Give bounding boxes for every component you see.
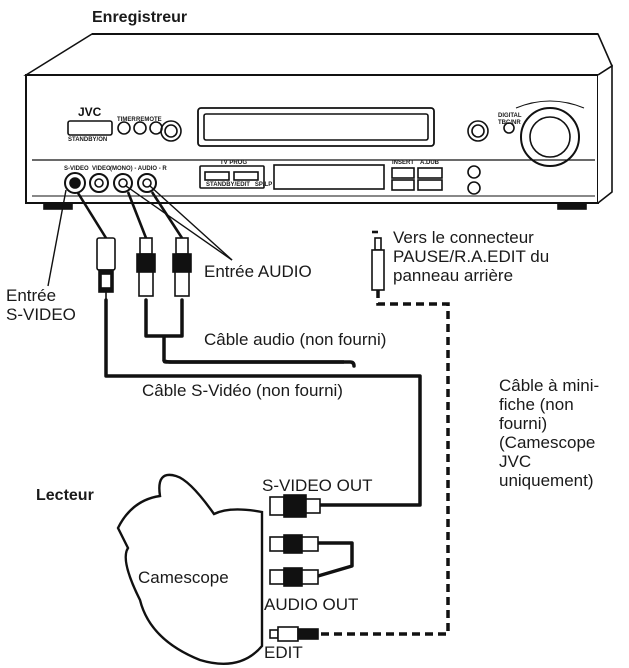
svideo-cable-label: Câble S-Vidéo (non fourni) [142, 381, 343, 400]
edit-label: EDIT [264, 643, 303, 662]
audio-input-label: Entrée AUDIO [204, 262, 312, 281]
s-video-cable [104, 298, 422, 507]
recorder-unit [23, 33, 614, 210]
player-title: Lecteur [36, 487, 94, 504]
recorder-title: Enregistreur [92, 9, 188, 26]
audio-out-label: AUDIO OUT [264, 595, 359, 614]
svideo-out-label: S-VIDEO OUT [262, 476, 373, 495]
panel-svideo: S-VIDEO [64, 166, 89, 172]
svideo-input-label: Entrée S-VIDEO [6, 286, 76, 324]
panel-speed: STANDBY/EDIT SP/LP [206, 182, 273, 188]
camcorder-outline [116, 473, 264, 665]
camcorder-label: Camescope [138, 568, 229, 587]
audio-cable-label: Câble audio (non fourni) [204, 330, 387, 349]
panel-standby: STANDBY/ON [68, 137, 108, 143]
pause-connector-label: Vers le connecteur PAUSE/R.A.EDIT du pan… [393, 228, 550, 285]
recorder-plugs [96, 237, 385, 302]
panel-audio: (MONO) - AUDIO - R [110, 166, 167, 172]
panel-insert: INSERT [392, 160, 415, 166]
panel-tv-prog: TV PROG [220, 160, 248, 166]
panel-timer: TIMER [117, 117, 136, 123]
mini-plug-cable [318, 290, 450, 636]
panel-remote: REMOTE [136, 117, 162, 123]
panel-digital-tbc: DIGITAL TBC/NR [498, 113, 522, 126]
panel-adub: A.DUB [420, 160, 439, 166]
mini-plug-cable-label: Câble à mini- fiche (non fourni) (Camesc… [499, 376, 600, 490]
panel-video: VIDEO [92, 166, 111, 172]
camcorder-plugs [269, 494, 321, 642]
brand-logo: JVC [78, 105, 102, 119]
